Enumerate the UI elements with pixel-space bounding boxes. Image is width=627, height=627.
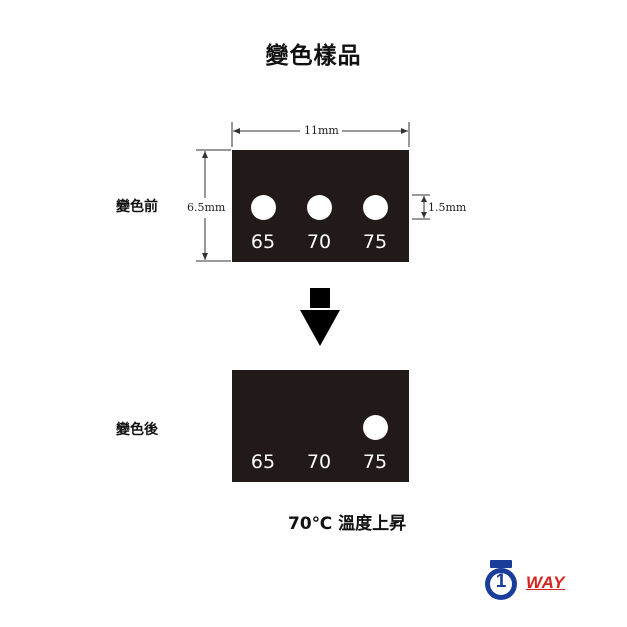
temperature-caption: 70℃ 溫度上昇 (288, 514, 407, 534)
indicator-dot-75 (363, 415, 388, 440)
indicator-dot-70 (307, 195, 332, 220)
indicator-dot-65 (251, 195, 276, 220)
dot-dimension-label: 1.5mm (428, 201, 467, 214)
temp-label-65: 65 (250, 451, 276, 473)
oneway-logo: 1 WAY (481, 559, 581, 601)
page-title: 變色樣品 (265, 43, 362, 69)
down-arrow-icon (300, 288, 340, 346)
temp-label-70: 70 (306, 451, 332, 473)
temp-label-75: 75 (362, 451, 388, 473)
width-dimension-label: 11mm (304, 124, 339, 137)
temp-label-70: 70 (306, 231, 332, 253)
after-label: 變色後 (116, 422, 158, 438)
logo-emblem-icon (485, 560, 517, 600)
after-sample-card: 65 70 75 (232, 370, 409, 482)
before-sample-card: 65 70 75 (232, 150, 409, 262)
height-dimension-label: 6.5mm (187, 201, 226, 214)
logo-text: WAY (526, 573, 565, 592)
temp-label-65: 65 (250, 231, 276, 253)
before-label: 變色前 (116, 199, 158, 215)
temp-label-75: 75 (362, 231, 388, 253)
indicator-dot-75 (363, 195, 388, 220)
logo-digit: 1 (495, 571, 507, 592)
